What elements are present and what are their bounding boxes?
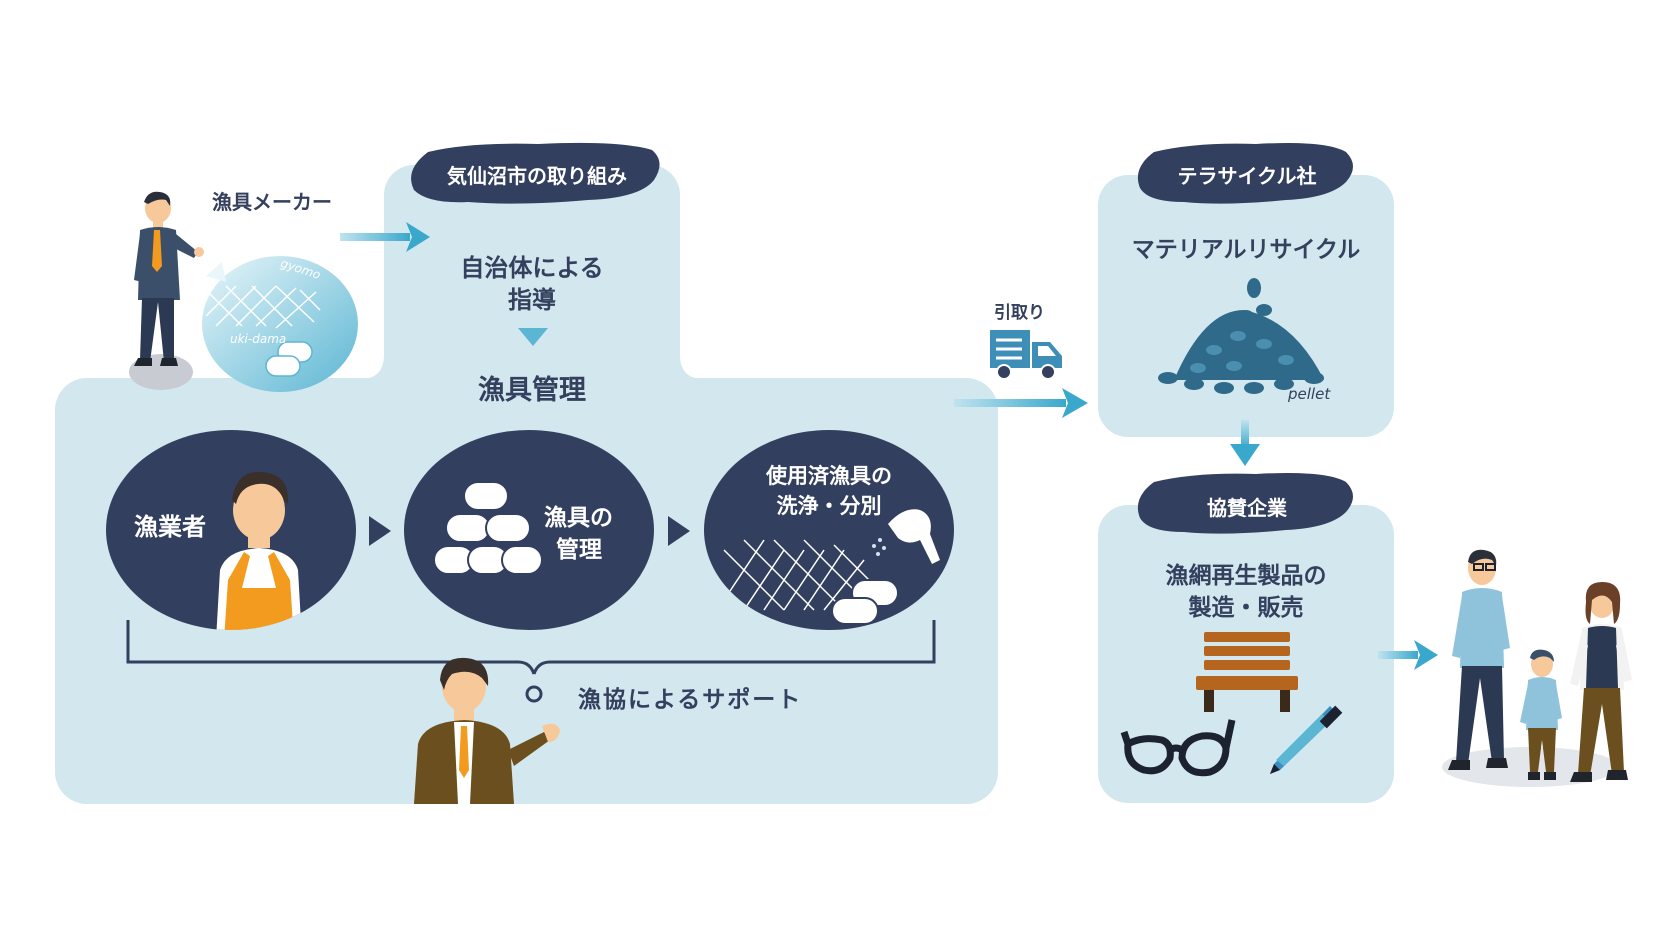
panel-corner-right [680, 355, 704, 379]
arrow-to-consumers [1378, 640, 1438, 670]
pickup-label: 引取り [994, 303, 1045, 323]
cooperative-person-icon [414, 657, 560, 804]
wash-rolls-icon [831, 579, 899, 625]
wash-line2: 洗浄・分別 [776, 494, 882, 518]
maker-bubble [202, 256, 358, 392]
gear-admin-circle [404, 430, 654, 630]
fisher-person-icon [216, 471, 302, 630]
panel-corner-left [360, 355, 384, 379]
arrow-to-terracycle [954, 388, 1088, 418]
pellet-label: pellet [1288, 385, 1331, 403]
play-arrow-icon-1 [369, 516, 391, 546]
glasses-icon [1120, 719, 1236, 777]
gear-admin-line1: 漁具の [544, 505, 613, 531]
pen-icon [1270, 705, 1343, 774]
bench-icon [1196, 632, 1298, 712]
pellet-pile-icon [1158, 278, 1324, 394]
city-badge-text: 気仙沼市の取り組み [447, 164, 627, 188]
terracycle-panel [1098, 175, 1394, 437]
gear-admin-line2: 管理 [556, 537, 602, 563]
sponsor-badge-blob [1137, 473, 1353, 534]
support-label: 漁協によるサポート [578, 687, 803, 713]
arrow-maker-to-city [340, 222, 430, 252]
bubble-ukidama-text: uki-dama [230, 332, 287, 346]
child-icon [1520, 649, 1562, 780]
sponsor-badge-text: 協賛企業 [1207, 496, 1287, 520]
support-bracket [126, 620, 936, 703]
maker-person-icon [134, 191, 204, 366]
fisher-circle [106, 430, 356, 630]
guidance-line1: 自治体による [460, 254, 604, 282]
arrow-down-to-sponsor [1230, 420, 1260, 466]
down-triangle-icon [518, 328, 548, 346]
products-line2: 製造・販売 [1188, 595, 1304, 621]
net-icon [723, 539, 875, 611]
material-recycle-label: マテリアルリサイクル [1131, 237, 1361, 263]
fisher-label: 漁業者 [134, 513, 206, 541]
truck-icon [990, 330, 1062, 380]
terracycle-badge-blob [1137, 143, 1353, 204]
maker-label: 漁具メーカー [212, 190, 332, 214]
rolls-stack-icon [433, 481, 543, 575]
wash-circle [704, 430, 954, 630]
gear-mgmt-label: 漁具管理 [478, 375, 586, 406]
nozzle-icon [872, 509, 940, 564]
products-line1: 漁網再生製品の [1165, 563, 1327, 589]
terracycle-badge-text: テラサイクル社 [1177, 164, 1317, 188]
city-badge-blob [411, 142, 660, 204]
wash-line1: 使用済漁具の [766, 464, 892, 488]
man-with-glasses-icon [1448, 549, 1510, 770]
play-arrow-icon-2 [668, 516, 690, 546]
guidance-line2: 指導 [508, 286, 556, 314]
city-panel-top [384, 165, 680, 395]
woman-icon [1570, 582, 1632, 782]
